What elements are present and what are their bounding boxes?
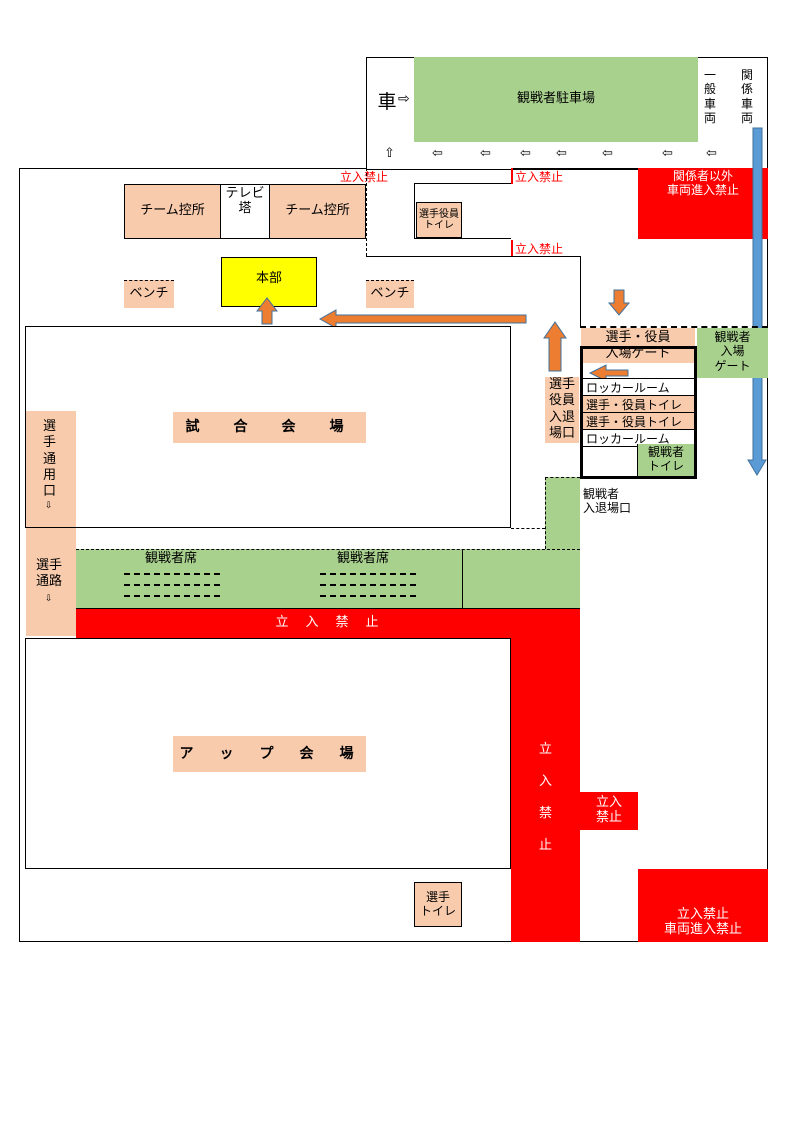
no-entry-vertical: 立入禁止 bbox=[511, 638, 580, 942]
spectator-toilet: 観戦者 トイレ bbox=[637, 444, 694, 476]
left-arrow-icon: ⇦ bbox=[556, 146, 567, 161]
player-exit: 選手 役員 入退 場口 bbox=[545, 377, 579, 443]
car-label: 車 bbox=[377, 90, 397, 113]
spectator-parking: 観戦者駐車場 bbox=[414, 57, 698, 142]
player-passage-label: 選手通路 bbox=[36, 558, 63, 590]
spectator-seats-label-2: 観戦者席 bbox=[337, 551, 390, 566]
no-entry-bar-1 bbox=[511, 168, 513, 184]
down-arrow-icon bbox=[747, 127, 767, 476]
no-entry-top-left: 立入禁止 bbox=[340, 170, 389, 184]
toilet-enclosure bbox=[414, 183, 511, 239]
left-arrow-icon: ⇦ bbox=[480, 146, 491, 161]
left-arrow-icon bbox=[588, 364, 629, 382]
vehicle-no-entry-top: 関係者以外 車両進入禁止 bbox=[638, 168, 768, 239]
gate-building bbox=[580, 346, 697, 479]
left-arrow-icon: ⇦ bbox=[520, 146, 531, 161]
up-arrow-icon: ⇧ bbox=[384, 146, 395, 161]
left-arrow-icon: ⇦ bbox=[706, 146, 717, 161]
no-entry-side: 立入 禁止 bbox=[580, 792, 638, 830]
player-toilet-bottom: 選手 トイレ bbox=[414, 882, 462, 927]
inner-wall-bottom bbox=[366, 256, 580, 257]
inner-wall-dashed bbox=[366, 168, 367, 256]
player-gate: 選手・役員 入場ゲート bbox=[581, 328, 695, 363]
no-entry-mid: 立入禁止 bbox=[515, 242, 564, 256]
player-passage: 選手通路 ⇩ bbox=[26, 528, 76, 636]
up-arrow-icon bbox=[543, 321, 567, 372]
down-arrow-icon: ⇩ bbox=[45, 594, 53, 604]
spectator-exit: 観戦者 入退場口 bbox=[583, 487, 632, 516]
passage-dashed bbox=[511, 528, 545, 529]
spectator-gate: 観戦者 入場 ゲート bbox=[697, 328, 768, 378]
room-toilet: 選手・役員トイレ bbox=[583, 412, 694, 429]
site-top-border-left bbox=[19, 168, 366, 169]
seat-row bbox=[320, 584, 416, 586]
spectator-seats-strip bbox=[76, 549, 580, 609]
car-arrow-icon: ⇨ bbox=[398, 91, 410, 107]
up-arrow-icon bbox=[255, 297, 279, 325]
left-arrow-icon: ⇦ bbox=[432, 146, 443, 161]
inner-wall-right bbox=[580, 256, 581, 326]
site-outline bbox=[19, 168, 768, 942]
general-vehicle-label: 一般車両 bbox=[704, 68, 717, 126]
player-toilet-top: 選手役員 トイレ bbox=[416, 202, 462, 238]
left-arrow-icon: ⇦ bbox=[662, 146, 673, 161]
no-entry-vertical-label: 立入禁止 bbox=[539, 742, 553, 853]
player-entrance: 選手通用口 ⇩ bbox=[26, 411, 76, 527]
seat-row bbox=[320, 573, 416, 575]
seat-row bbox=[124, 595, 220, 597]
gate-top-dashed bbox=[580, 326, 768, 328]
official-vehicle-label: 関係車両 bbox=[741, 68, 754, 126]
bench-right: ベンチ bbox=[366, 280, 414, 308]
team-room-left: チーム控所 bbox=[124, 184, 221, 239]
gate-rooms: ロッカールーム 選手・役員トイレ 選手・役員トイレ ロッカールーム bbox=[583, 378, 694, 447]
left-arrow-icon: ⇦ bbox=[602, 146, 613, 161]
bench-left: ベンチ bbox=[124, 280, 174, 308]
no-entry-bar-2 bbox=[511, 240, 513, 256]
room-locker: ロッカールーム bbox=[583, 378, 694, 395]
no-entry-top-mid: 立入禁止 bbox=[515, 170, 564, 184]
room-toilet: 選手・役員トイレ bbox=[583, 395, 694, 412]
seat-row bbox=[124, 573, 220, 575]
seat-row bbox=[124, 584, 220, 586]
tv-tower: テレビ塔 bbox=[220, 184, 270, 239]
vehicle-no-entry-bottom: 立入禁止 車両進入禁止 bbox=[638, 869, 768, 942]
up-hall-label: ア ッ プ 会 場 bbox=[173, 736, 366, 772]
down-arrow-icon: ⇩ bbox=[45, 501, 53, 511]
spectator-seats-label-1: 観戦者席 bbox=[145, 551, 198, 566]
seat-row bbox=[320, 595, 416, 597]
no-entry-band: 立 入 禁 止 bbox=[76, 609, 580, 638]
site-top-border-right bbox=[511, 168, 638, 169]
spectator-path-vertical bbox=[545, 477, 580, 549]
down-arrow-icon bbox=[607, 289, 631, 316]
team-room-right: チーム控所 bbox=[269, 184, 366, 239]
player-entrance-label: 選手通用口 bbox=[43, 419, 57, 499]
main-hall-label: 試 合 会 場 bbox=[173, 412, 366, 443]
seats-divider bbox=[462, 549, 463, 609]
left-arrow-icon bbox=[318, 309, 527, 329]
